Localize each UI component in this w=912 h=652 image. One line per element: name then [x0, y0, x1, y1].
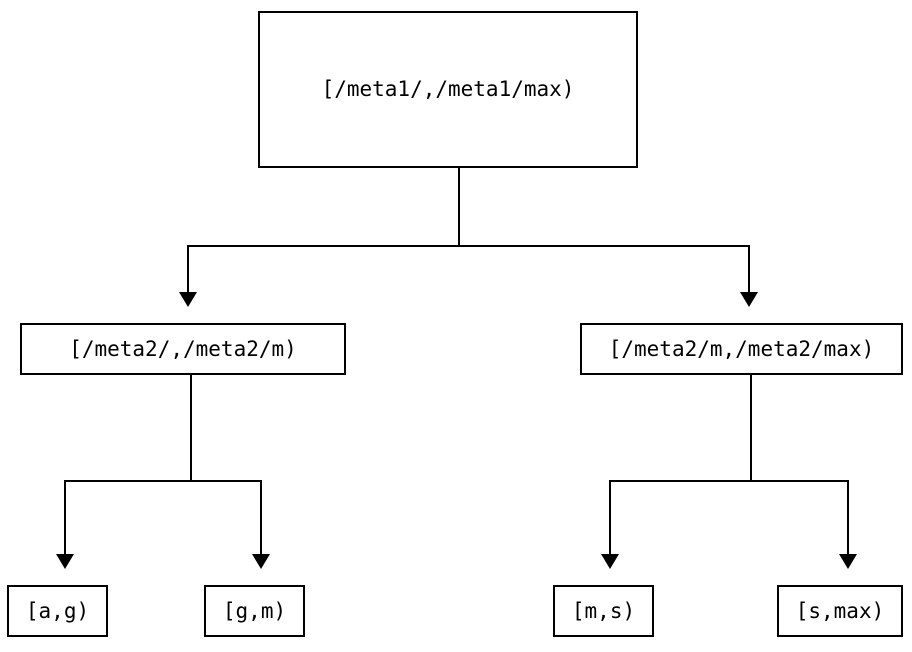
node-leaf-1-label: [a,g) [25, 598, 90, 623]
arrowhead-mid-left-to-leaf1 [56, 554, 74, 569]
edge-mid-right-to-leaf3-drop [609, 480, 611, 554]
node-mid-left[interactable]: [/meta2/,/meta2/m) [20, 323, 346, 375]
node-leaf-2-label: [g,m) [222, 598, 287, 623]
node-root[interactable]: [/meta1/,/meta1/max) [258, 11, 638, 168]
edge-mid-left-to-leaf2-drop [260, 480, 262, 554]
edge-mid-right-stem [750, 375, 752, 481]
node-leaf-3-label: [m,s) [571, 598, 636, 623]
arrowhead-mid-left-to-leaf2 [252, 554, 270, 569]
node-root-label: [/meta1/,/meta1/max) [321, 77, 575, 101]
node-leaf-4[interactable]: [s,max) [777, 585, 903, 637]
node-mid-right[interactable]: [/meta2/m,/meta2/max) [580, 323, 903, 375]
arrowhead-mid-right-to-leaf4 [839, 554, 857, 569]
edge-root-stem [458, 168, 460, 246]
edge-root-to-mid-left-drop [187, 245, 189, 292]
edge-mid-left-bus [64, 480, 262, 482]
node-leaf-4-label: [s,max) [795, 598, 885, 623]
arrowhead-root-to-mid-left [179, 292, 197, 307]
edge-mid-left-stem [190, 375, 192, 481]
node-leaf-2[interactable]: [g,m) [204, 585, 305, 637]
node-mid-right-label: [/meta2/m,/meta2/max) [608, 336, 875, 361]
edge-root-bus [187, 245, 750, 247]
node-mid-left-label: [/meta2/,/meta2/m) [69, 336, 297, 361]
edge-mid-right-to-leaf4-drop [847, 480, 849, 554]
edge-mid-right-bus [609, 480, 849, 482]
node-leaf-3[interactable]: [m,s) [553, 585, 654, 637]
edge-mid-left-to-leaf1-drop [64, 480, 66, 554]
edge-root-to-mid-right-drop [748, 245, 750, 292]
arrowhead-mid-right-to-leaf3 [601, 554, 619, 569]
node-leaf-1[interactable]: [a,g) [7, 585, 108, 637]
arrowhead-root-to-mid-right [740, 292, 758, 307]
